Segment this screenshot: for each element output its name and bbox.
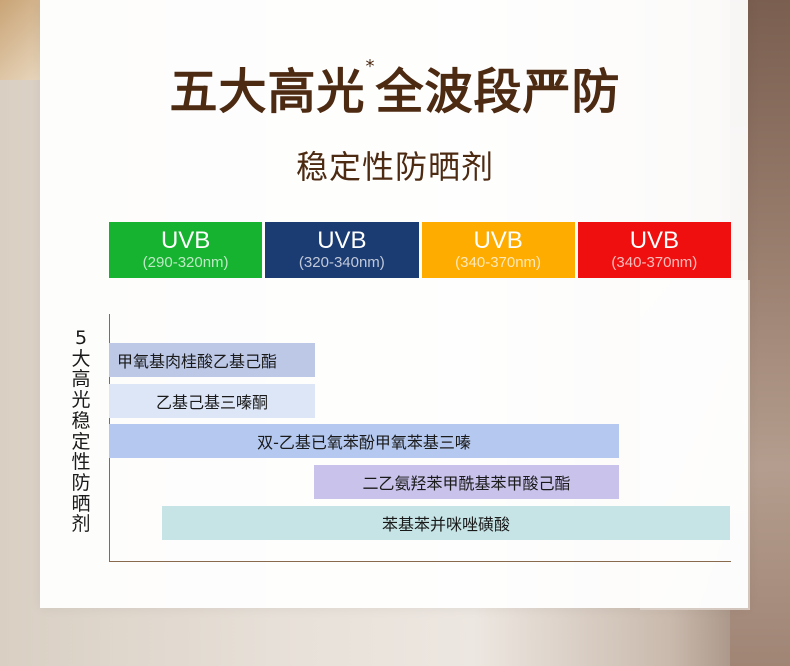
y-label-char: 大	[71, 347, 91, 370]
y-label-char: 定	[71, 430, 91, 453]
title-part-2: 全波段严防	[375, 64, 621, 120]
y-label-char: 晒	[71, 492, 91, 515]
uv-band-4: UVB (340-370nm)	[577, 222, 731, 278]
y-label-char: 防	[71, 471, 91, 494]
ingredient-bar-2: 乙基己基三嗪酮	[109, 384, 315, 418]
x-axis-line	[109, 561, 731, 562]
uv-band-2: UVB (320-340nm)	[265, 222, 419, 278]
uv-band-label: UVB	[473, 227, 523, 254]
uv-band-range: (320-340nm)	[298, 254, 385, 271]
uv-band-range: (290-320nm)	[142, 254, 229, 271]
page-subtitle: 稳定性防晒剂	[295, 148, 494, 186]
uv-band-label: UVB	[160, 227, 211, 254]
uv-band-range: (340-370nm)	[611, 254, 698, 271]
ingredient-bar-5: 苯基苯并咪唑磺酸	[162, 506, 730, 540]
background-left-top	[0, 0, 40, 80]
ingredient-name: 甲氧基肉桂酸乙基己酯	[117, 352, 278, 371]
y-label-char: 光	[71, 389, 91, 412]
ingredient-bar-3: 双-乙基已氧苯酚甲氧苯基三嗪	[109, 424, 619, 458]
uv-band-label: UVB	[629, 227, 680, 254]
y-label-char: 性	[71, 451, 91, 474]
ingredient-name: 二乙氨羟苯甲酰基苯甲酸己酯	[362, 474, 571, 493]
uv-band-1: UVB (290-320nm)	[109, 222, 263, 278]
y-axis-label: 5 大 高 光 稳 定 性 防 晒 剂	[70, 328, 92, 535]
y-label-char: 稳	[71, 409, 91, 432]
ingredient-bar-4: 二乙氨羟苯甲酰基苯甲酸己酯	[314, 465, 619, 499]
uv-band-3: UVB (340-370nm)	[421, 222, 575, 278]
page-title: 五大高光*全波段严防	[0, 52, 790, 122]
ingredient-bar-1: 甲氧基肉桂酸乙基己酯	[109, 343, 315, 377]
uv-band-label: UVB	[317, 227, 367, 254]
title-asterisk: *	[365, 56, 376, 77]
y-label-char: 高	[71, 368, 91, 391]
ingredient-name: 乙基己基三嗪酮	[155, 393, 268, 412]
y-label-char: 5	[74, 327, 88, 349]
uv-band-range: (340-370nm)	[455, 254, 542, 271]
y-label-char: 剂	[71, 513, 91, 536]
uv-band-row: UVB (290-320nm) UVB (320-340nm) UVB (340…	[109, 222, 731, 278]
ingredient-name: 双-乙基已氧苯酚甲氧苯基三嗪	[257, 433, 471, 452]
title-part-1: 五大高光	[169, 64, 366, 120]
ingredient-name: 苯基苯并咪唑磺酸	[381, 515, 510, 534]
